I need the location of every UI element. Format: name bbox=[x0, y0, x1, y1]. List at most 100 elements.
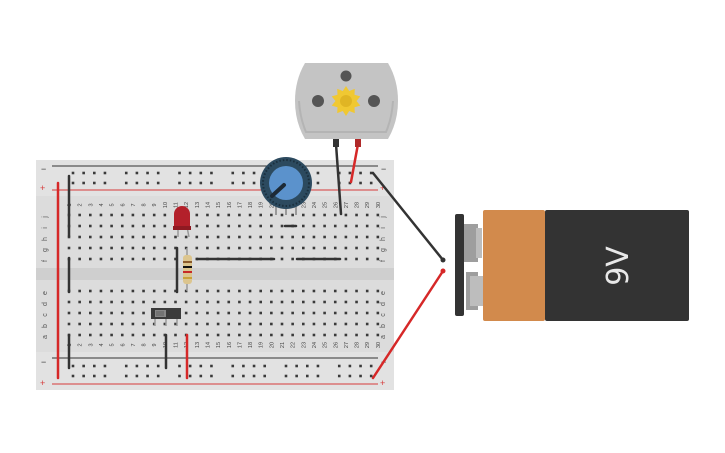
rail-hole[interactable] bbox=[252, 374, 256, 378]
breadboard[interactable]: − + − + − + − + 112233445566778899101011… bbox=[36, 160, 394, 390]
rail-hole[interactable] bbox=[348, 171, 352, 175]
terminal-hole[interactable] bbox=[67, 311, 71, 315]
terminal-hole[interactable] bbox=[248, 246, 252, 250]
terminal-hole[interactable] bbox=[280, 213, 284, 217]
terminal-hole[interactable] bbox=[227, 235, 231, 239]
rail-hole[interactable] bbox=[369, 374, 373, 378]
rail-hole[interactable] bbox=[231, 364, 235, 368]
rail-hole[interactable] bbox=[135, 181, 139, 185]
terminal-hole[interactable] bbox=[78, 311, 81, 315]
terminal-hole[interactable] bbox=[206, 213, 209, 217]
rail-hole[interactable] bbox=[146, 181, 149, 185]
terminal-hole[interactable] bbox=[216, 289, 220, 293]
rail-hole[interactable] bbox=[295, 374, 298, 378]
terminal-hole[interactable] bbox=[120, 257, 124, 261]
terminal-hole[interactable] bbox=[291, 246, 294, 250]
terminal-hole[interactable] bbox=[89, 257, 92, 261]
terminal-hole[interactable] bbox=[323, 311, 326, 315]
terminal-hole[interactable] bbox=[312, 322, 316, 326]
terminal-hole[interactable] bbox=[248, 300, 252, 304]
terminal-hole[interactable] bbox=[142, 246, 145, 250]
terminal-hole[interactable] bbox=[344, 333, 348, 337]
terminal-hole[interactable] bbox=[323, 235, 326, 239]
rail-hole[interactable] bbox=[284, 374, 288, 378]
rail-hole[interactable] bbox=[210, 171, 213, 175]
terminal-hole[interactable] bbox=[365, 322, 369, 326]
terminal-hole[interactable] bbox=[238, 235, 241, 239]
terminal-hole[interactable] bbox=[152, 333, 156, 337]
rail-hole[interactable] bbox=[71, 364, 75, 368]
terminal-hole[interactable] bbox=[333, 224, 337, 228]
terminal-hole[interactable] bbox=[323, 322, 326, 326]
rail-hole[interactable] bbox=[146, 364, 149, 368]
terminal-hole[interactable] bbox=[312, 235, 316, 239]
rail-hole[interactable] bbox=[156, 374, 160, 378]
wires[interactable] bbox=[56, 142, 446, 380]
terminal-hole[interactable] bbox=[270, 333, 273, 337]
terminal-hole[interactable] bbox=[131, 224, 135, 228]
terminal-hole[interactable] bbox=[78, 300, 81, 304]
terminal-hole[interactable] bbox=[99, 224, 103, 228]
terminal-hole[interactable] bbox=[120, 289, 124, 293]
terminal-hole[interactable] bbox=[131, 289, 135, 293]
terminal-hole[interactable] bbox=[376, 235, 380, 239]
terminal-hole[interactable] bbox=[227, 333, 231, 337]
slide-switch[interactable] bbox=[151, 308, 181, 326]
rail-hole[interactable] bbox=[242, 171, 245, 175]
rail-hole[interactable] bbox=[93, 181, 96, 185]
terminal-hole[interactable] bbox=[302, 289, 305, 293]
rail-hole[interactable] bbox=[337, 374, 341, 378]
rail-hole[interactable] bbox=[71, 171, 75, 175]
terminal-hole[interactable] bbox=[99, 246, 103, 250]
terminal-hole[interactable] bbox=[270, 300, 273, 304]
terminal-hole[interactable] bbox=[163, 224, 167, 228]
rail-hole[interactable] bbox=[337, 364, 341, 368]
terminal-hole[interactable] bbox=[163, 289, 167, 293]
resistor[interactable] bbox=[183, 248, 192, 291]
terminal-hole[interactable] bbox=[238, 333, 241, 337]
terminal-hole[interactable] bbox=[227, 224, 231, 228]
terminal-hole[interactable] bbox=[291, 257, 294, 261]
terminal-hole[interactable] bbox=[131, 322, 135, 326]
terminal-hole[interactable] bbox=[259, 235, 262, 239]
rail-hole[interactable] bbox=[359, 181, 362, 185]
terminal-hole[interactable] bbox=[174, 322, 177, 326]
terminal-hole[interactable] bbox=[216, 224, 220, 228]
terminal-hole[interactable] bbox=[206, 246, 209, 250]
terminal-hole[interactable] bbox=[365, 311, 369, 315]
terminal-hole[interactable] bbox=[270, 213, 273, 217]
terminal-hole[interactable] bbox=[280, 289, 284, 293]
terminal-hole[interactable] bbox=[280, 333, 284, 337]
terminal-hole[interactable] bbox=[259, 300, 262, 304]
terminal-hole[interactable] bbox=[110, 213, 113, 217]
terminal-hole[interactable] bbox=[302, 333, 305, 337]
terminal-hole[interactable] bbox=[142, 311, 145, 315]
terminal-hole[interactable] bbox=[216, 322, 220, 326]
terminal-hole[interactable] bbox=[365, 246, 369, 250]
terminal-hole[interactable] bbox=[333, 246, 337, 250]
rail-hole[interactable] bbox=[359, 171, 362, 175]
rail-hole[interactable] bbox=[210, 181, 213, 185]
terminal-hole[interactable] bbox=[291, 235, 294, 239]
terminal-hole[interactable] bbox=[333, 235, 337, 239]
terminal-hole[interactable] bbox=[376, 213, 380, 217]
terminal-hole[interactable] bbox=[238, 311, 241, 315]
terminal-hole[interactable] bbox=[333, 289, 337, 293]
terminal-hole[interactable] bbox=[248, 213, 252, 217]
terminal-hole[interactable] bbox=[195, 333, 199, 337]
terminal-hole[interactable] bbox=[89, 300, 92, 304]
terminal-hole[interactable] bbox=[302, 311, 305, 315]
terminal-hole[interactable] bbox=[195, 289, 199, 293]
terminal-hole[interactable] bbox=[89, 322, 92, 326]
terminal-hole[interactable] bbox=[78, 224, 81, 228]
rail-hole[interactable] bbox=[82, 364, 85, 368]
terminal-hole[interactable] bbox=[248, 322, 252, 326]
terminal-hole[interactable] bbox=[131, 213, 135, 217]
terminal-hole[interactable] bbox=[302, 246, 305, 250]
rail-hole[interactable] bbox=[348, 364, 352, 368]
rail-hole[interactable] bbox=[178, 171, 181, 175]
rail-hole[interactable] bbox=[348, 181, 352, 185]
terminal-hole[interactable] bbox=[99, 322, 103, 326]
rail-hole[interactable] bbox=[306, 364, 309, 368]
